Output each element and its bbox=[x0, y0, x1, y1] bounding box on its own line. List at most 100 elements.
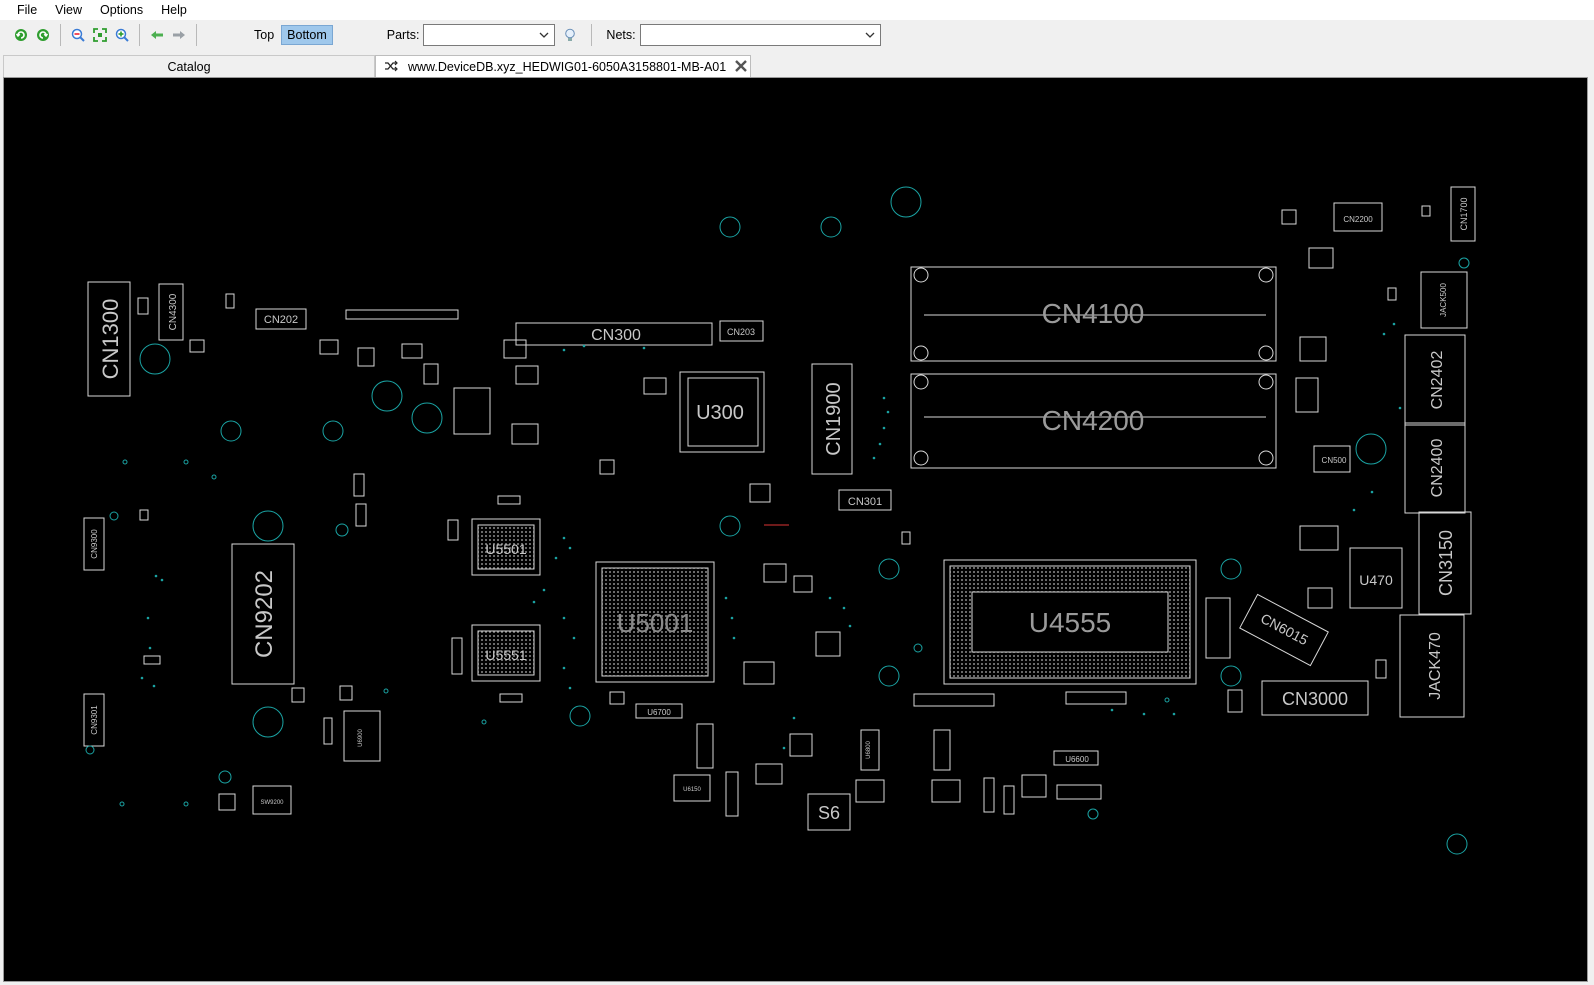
via bbox=[122, 459, 128, 465]
cn4300-outline bbox=[158, 283, 184, 341]
label-u6600: U6600 bbox=[1065, 755, 1089, 764]
scattered-via-dots bbox=[140, 322, 1402, 750]
redo-icon[interactable] bbox=[32, 24, 54, 46]
label-jack500: JACK500 bbox=[1439, 283, 1448, 317]
via bbox=[218, 770, 232, 784]
label-sw9200: SW9200 bbox=[260, 800, 284, 806]
menu-options[interactable]: Options bbox=[100, 3, 144, 17]
nets-input[interactable] bbox=[640, 25, 880, 45]
cn2400-outline bbox=[1404, 422, 1466, 514]
label-cn9202: CN9202 bbox=[251, 570, 278, 658]
label-cn202: CN202 bbox=[264, 314, 298, 326]
cn4100-hole bbox=[913, 267, 929, 283]
back-arrow-icon[interactable] bbox=[146, 24, 168, 46]
u470-outline bbox=[1349, 547, 1403, 609]
small-part bbox=[1295, 377, 1319, 413]
parts-input[interactable] bbox=[424, 25, 555, 45]
cn1700-outline bbox=[1450, 186, 1476, 242]
cn2402-outline bbox=[1404, 334, 1466, 426]
label-s6: S6 bbox=[818, 803, 840, 823]
menu-help[interactable]: Help bbox=[161, 3, 187, 17]
pcb-canvas[interactable]: CN1300 CN4300 CN202 CN300 CN203 U300 CN1… bbox=[4, 78, 1587, 981]
label-jack470: JACK470 bbox=[1427, 632, 1444, 700]
via bbox=[1087, 808, 1099, 820]
via bbox=[820, 216, 842, 238]
label-u6700: U6700 bbox=[647, 708, 671, 717]
cn4200-hole bbox=[1258, 374, 1274, 390]
small-part bbox=[451, 637, 463, 675]
via bbox=[183, 801, 189, 807]
small-part bbox=[1065, 691, 1127, 705]
menu-file[interactable]: File bbox=[17, 3, 38, 17]
shuffle-icon[interactable] bbox=[384, 60, 398, 75]
chevron-down-icon bbox=[865, 32, 875, 38]
via bbox=[1220, 665, 1242, 687]
tab-board[interactable]: www.DeviceDB.xyz_HEDWIG01-6050A3158801-M… bbox=[375, 55, 751, 78]
u5610-outline bbox=[453, 387, 491, 435]
small-part bbox=[1299, 336, 1327, 362]
label-cn300: CN300 bbox=[591, 327, 641, 344]
label-u5501: U5501 bbox=[485, 541, 526, 557]
label-cn2402: CN2402 bbox=[1429, 351, 1446, 410]
menu-view[interactable]: View bbox=[55, 3, 83, 17]
label-u6800: U6800 bbox=[866, 741, 872, 759]
cn4100-hole bbox=[1258, 345, 1274, 361]
parts-combobox[interactable] bbox=[423, 24, 556, 46]
via bbox=[878, 665, 900, 687]
nets-combobox[interactable] bbox=[639, 24, 881, 46]
small-part bbox=[189, 339, 205, 353]
cn301-outline bbox=[838, 489, 892, 511]
zoom-in-icon[interactable] bbox=[111, 24, 133, 46]
small-part bbox=[793, 575, 813, 593]
board-viewer[interactable]: CN1300 CN4300 CN202 CN300 CN203 U300 CN1… bbox=[3, 77, 1588, 982]
label-cn1300: CN1300 bbox=[98, 299, 123, 380]
toolbar-separator bbox=[196, 24, 197, 46]
label-u470: U470 bbox=[1359, 572, 1393, 588]
toolbar-separator bbox=[591, 24, 593, 46]
small-part bbox=[1421, 205, 1431, 217]
u6900b-outline bbox=[933, 729, 951, 771]
small-part bbox=[319, 339, 339, 355]
zoom-out-icon[interactable] bbox=[67, 24, 89, 46]
cn4200-outline bbox=[910, 373, 1277, 469]
label-u5001: U5001 bbox=[617, 608, 694, 638]
label-cn4300: CN4300 bbox=[168, 293, 179, 330]
small-part bbox=[1205, 597, 1231, 659]
reload-icon[interactable] bbox=[10, 24, 32, 46]
small-part bbox=[609, 691, 625, 705]
u5001-grid bbox=[601, 567, 709, 677]
small-part bbox=[931, 779, 961, 803]
label-cn6015: CN6015 bbox=[1258, 610, 1311, 648]
close-icon[interactable] bbox=[734, 59, 748, 76]
small-part bbox=[511, 423, 539, 445]
via bbox=[1355, 433, 1387, 465]
via bbox=[322, 420, 344, 442]
label-u300: U300 bbox=[696, 402, 744, 424]
small-part bbox=[339, 685, 353, 701]
via bbox=[1164, 697, 1170, 703]
jack500-outline bbox=[1420, 271, 1468, 329]
cn4100-hole bbox=[913, 345, 929, 361]
u6600-outline bbox=[1053, 750, 1099, 766]
strip-outline bbox=[345, 309, 459, 320]
small-part bbox=[901, 531, 911, 545]
small-part bbox=[357, 347, 375, 367]
small-part bbox=[447, 519, 459, 541]
menu-bar: File View Options Help bbox=[0, 0, 1594, 20]
chevron-down-icon bbox=[539, 32, 549, 38]
fit-icon[interactable] bbox=[89, 24, 111, 46]
u6600b-outline bbox=[1056, 784, 1102, 800]
bottom-side-button[interactable]: Bottom bbox=[281, 25, 333, 45]
via bbox=[878, 558, 900, 580]
u4555-outline bbox=[943, 559, 1197, 685]
small-part bbox=[423, 363, 439, 385]
cn9301-outline bbox=[83, 693, 105, 747]
small-part bbox=[1281, 209, 1297, 225]
top-side-button[interactable]: Top bbox=[254, 28, 275, 42]
tab-catalog[interactable]: Catalog bbox=[3, 55, 375, 78]
via bbox=[85, 745, 95, 755]
lightbulb-icon[interactable] bbox=[559, 24, 581, 46]
u300-inner bbox=[687, 377, 759, 447]
small-part bbox=[815, 631, 841, 657]
forward-arrow-icon[interactable] bbox=[168, 24, 190, 46]
